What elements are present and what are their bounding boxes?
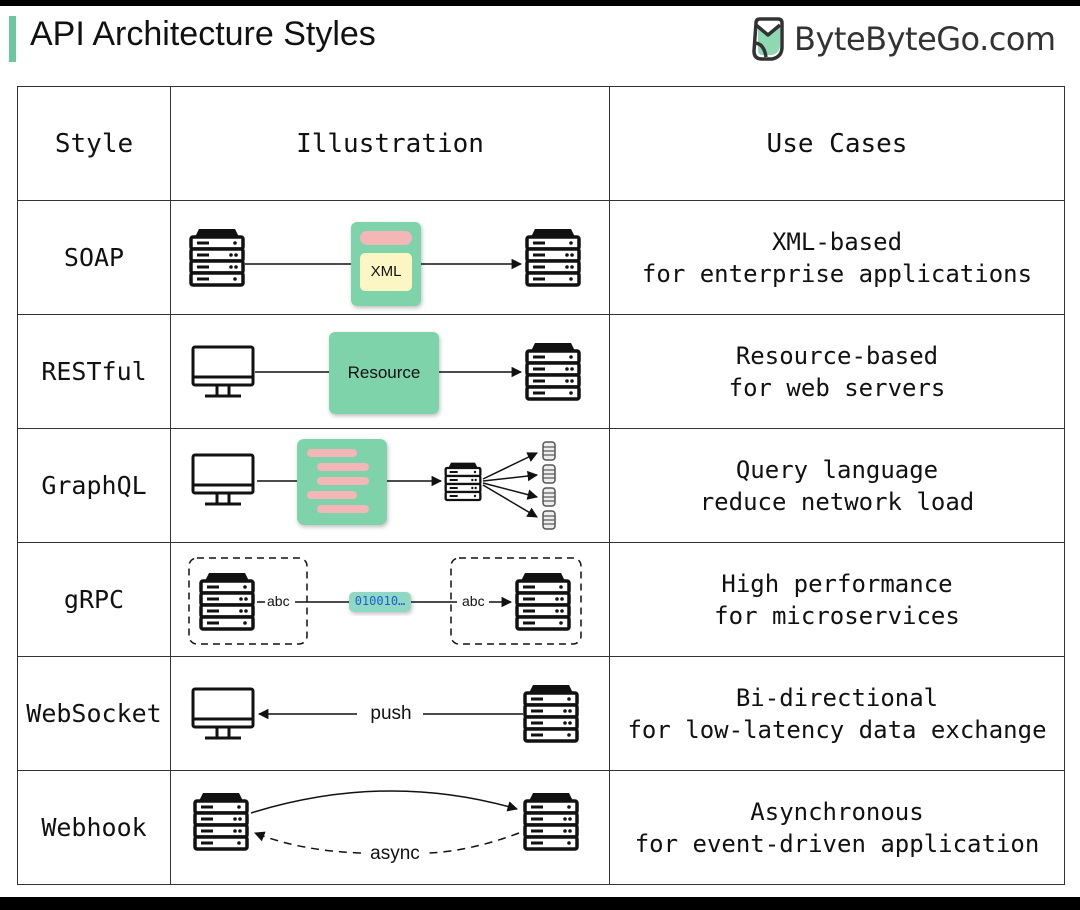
use-case-line1: XML-based (771, 227, 903, 256)
style-soap: SOAP (17, 200, 171, 315)
server-icon (193, 791, 249, 851)
arrow (482, 470, 539, 482)
push-label: push (370, 703, 412, 724)
title-accent-bar (9, 16, 16, 62)
abc-label-right: abc (462, 593, 485, 609)
query-line (317, 463, 369, 471)
xml-label: XML (370, 263, 402, 280)
use-case-webhook: Asynchronous for event-driven applicatio… (609, 770, 1065, 885)
server-icon (523, 683, 579, 743)
style-graphql: GraphQL (17, 428, 171, 543)
use-case-line1: Resource-based (735, 341, 939, 370)
table-row: gRPC abc 010010… abc Hig (17, 542, 1065, 657)
arrow (482, 452, 538, 480)
use-case-soap: XML-based for enterprise applications (609, 200, 1065, 315)
binary-payload (349, 592, 411, 612)
use-case-line2: for low-latency data exchange (627, 715, 1047, 744)
server-icon (523, 791, 579, 851)
use-case-grpc: High performance for microservices (609, 542, 1065, 657)
webhook-arrow (250, 790, 519, 814)
database-icon (542, 464, 556, 484)
use-case-line1: Query language (735, 455, 939, 484)
async-callback-line (428, 832, 520, 854)
style-websocket: WebSocket (17, 656, 171, 771)
api-styles-table: Style Illustration Use Cases SOAP XML XM (17, 86, 1065, 885)
service-boundary (188, 557, 308, 645)
top-border (0, 0, 1080, 6)
server-icon (515, 571, 571, 631)
illustration-graphql (170, 428, 610, 543)
page-title: API Architecture Styles (30, 15, 376, 53)
style-grpc: gRPC (17, 542, 171, 657)
table-row: RESTful Resource Resource-based for web … (17, 314, 1065, 429)
use-case-line2: for event-driven application (634, 829, 1040, 858)
use-case-line2: for enterprise applications (641, 259, 1033, 288)
brand-logo[interactable]: ByteByteGo.com (750, 14, 1056, 64)
service-boundary (450, 557, 582, 645)
arrow (482, 484, 538, 518)
table-header-row: Style Illustration Use Cases (17, 86, 1065, 201)
use-case-line2: for microservices (714, 601, 960, 630)
header-use-cases: Use Cases (609, 86, 1065, 201)
table-row: GraphQL (17, 428, 1065, 543)
use-case-line1: Bi-directional (735, 683, 939, 712)
resource-label: Resource (347, 363, 421, 382)
async-callback-arrow (254, 831, 362, 854)
style-restful: RESTful (17, 314, 171, 429)
use-case-line1: High performance (721, 569, 953, 598)
table-row: WebSocket push Bi-directional for low-la… (17, 656, 1065, 771)
use-case-graphql: Query language reduce network load (609, 428, 1065, 543)
monitor-icon (191, 453, 255, 506)
server-icon (525, 341, 581, 401)
abc-label-left: abc (267, 593, 290, 609)
use-case-line2: reduce network load (699, 487, 975, 516)
server-icon (444, 461, 482, 502)
server-icon (189, 227, 245, 287)
resource-card (329, 332, 439, 414)
header-style: Style (17, 86, 171, 201)
query-line (307, 491, 357, 499)
monitor-icon (191, 345, 255, 398)
illustration-restful: Resource (170, 314, 610, 429)
header-illustration: Illustration (170, 86, 610, 201)
database-icon (542, 487, 556, 507)
table-row: SOAP XML XML-based for enterprise applic… (17, 200, 1065, 315)
server-icon (199, 571, 255, 631)
brand-name: ByteByteGo.com (794, 20, 1056, 58)
query-line (317, 505, 369, 513)
illustration-websocket: push (170, 656, 610, 771)
async-label: async (370, 843, 420, 864)
illustration-soap: XML (170, 200, 610, 315)
arrow (482, 482, 539, 500)
table-row: Webhook async Asynchronous for event-dri… (17, 770, 1065, 885)
use-case-restful: Resource-based for web servers (609, 314, 1065, 429)
binary-payload-text: 010010… (354, 594, 406, 608)
database-icon (542, 510, 556, 530)
monitor-icon (191, 687, 255, 740)
illustration-webhook: async (170, 770, 610, 885)
use-case-line2: for web servers (728, 373, 946, 402)
bytebytego-logo-icon (752, 17, 784, 61)
illustration-grpc: abc 010010… abc (170, 542, 610, 657)
database-icon (542, 441, 556, 461)
bottom-border (0, 897, 1080, 910)
soap-body-card (360, 253, 412, 291)
use-case-line1: Asynchronous (750, 797, 924, 826)
style-webhook: Webhook (17, 770, 171, 885)
soap-header-bar (360, 231, 412, 245)
use-case-websocket: Bi-directional for low-latency data exch… (609, 656, 1065, 771)
query-line (307, 449, 357, 457)
query-line (317, 477, 369, 485)
server-icon (525, 227, 581, 287)
